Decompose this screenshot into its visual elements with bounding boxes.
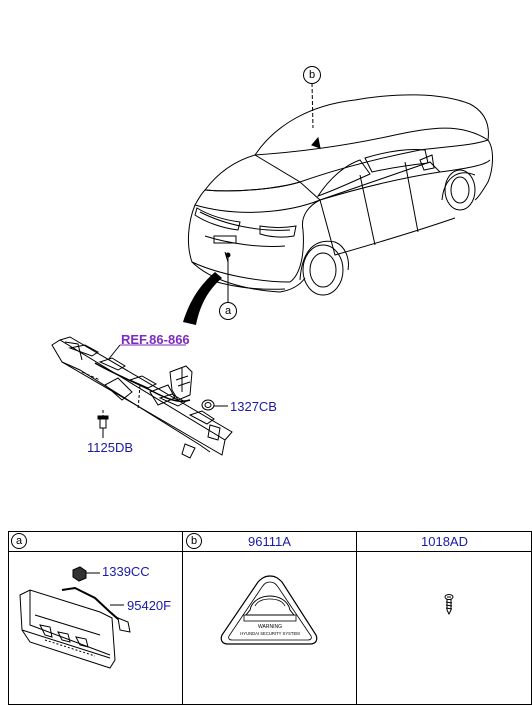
badge-text-top: WARNING [258,624,282,630]
part-1018ad[interactable]: 1018AD [421,534,468,549]
security-badge: WARNING HYUNDAI SECURITY SYSTEM [220,575,318,645]
part-1339cc[interactable]: 1339CC [102,564,150,579]
callout-a: a [219,302,237,320]
car-illustration [187,94,493,296]
screw-icon [444,594,454,616]
table-col-a [9,532,183,704]
ref-leader [107,344,121,361]
part-95420f[interactable]: 95420F [127,598,172,613]
badge-text-bottom: HYUNDAI SECURITY SYSTEM [240,631,300,636]
table-tag-a: a [11,533,27,549]
part-1327cb[interactable]: 1327CB [230,399,277,414]
ref-label[interactable]: REF.86-866 [121,332,190,347]
table-header [9,532,531,552]
callout-b: b [303,66,321,84]
part-1125db[interactable]: 1125DB [87,440,134,455]
callout-b-leader [311,82,314,129]
table-tag-b: b [186,533,202,549]
part-96111a[interactable]: 96111A [248,534,291,549]
parts-table [8,531,532,705]
table-bumper-illustration [19,566,131,669]
bumper-assembly [51,336,233,459]
table-col-b [183,532,357,704]
zoom-arrow [183,272,222,325]
